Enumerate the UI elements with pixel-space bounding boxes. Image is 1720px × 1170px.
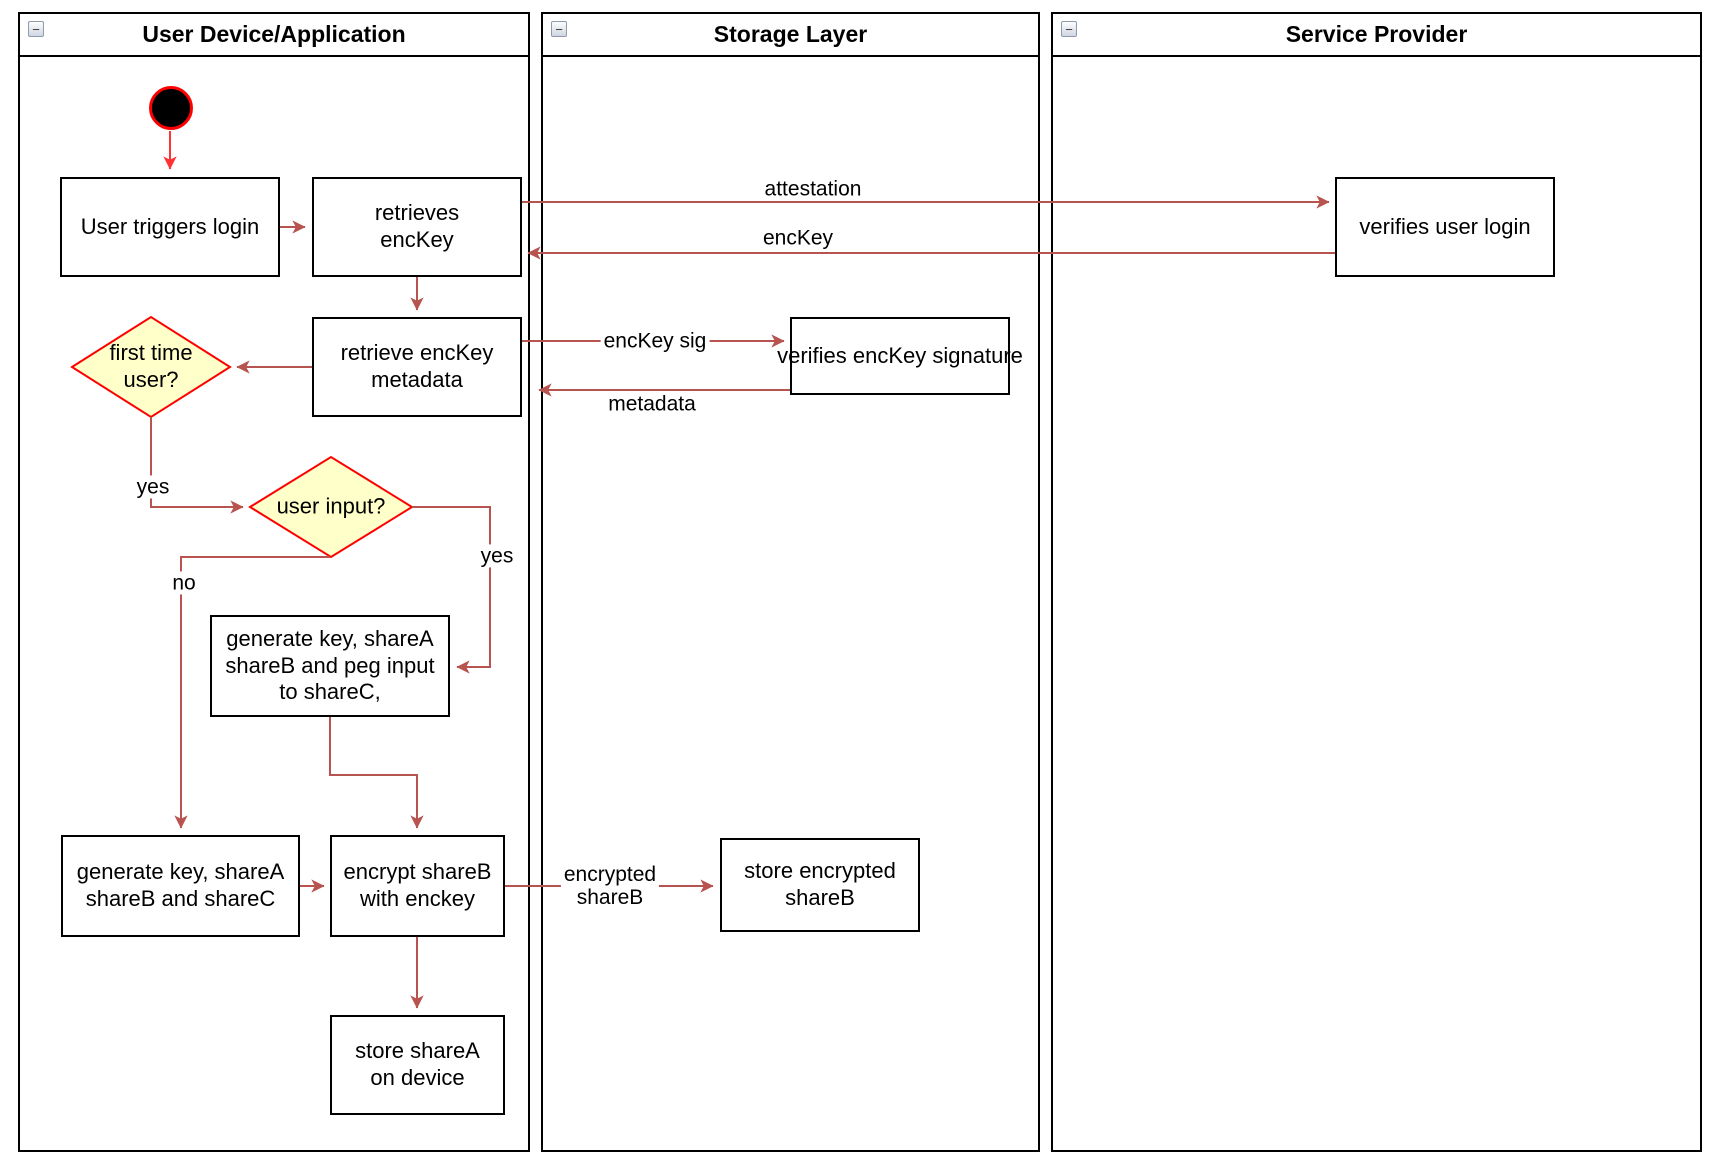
edge-label-no-user-input: no (169, 571, 199, 595)
decision-user-input-label: user input? (276, 493, 386, 519)
node-store-encrypted-shareb[interactable]: store encrypted shareB (720, 838, 920, 932)
collapse-icon[interactable]: − (551, 21, 567, 37)
edge-label-enckey-sig: encKey sig (600, 329, 710, 353)
swimlane-header-storage-layer[interactable]: − Storage Layer (543, 14, 1038, 57)
node-retrieves-enckey[interactable]: retrieves encKey (312, 177, 522, 277)
edge-label-encrypted-shareb: encrypted shareB (560, 862, 660, 910)
edge-label-metadata: metadata (605, 392, 699, 416)
swimlane-header-service-provider[interactable]: − Service Provider (1053, 14, 1700, 57)
node-retrieve-enckey-metadata[interactable]: retrieve encKey metadata (312, 317, 522, 417)
edge-label-enckey: encKey (759, 226, 837, 250)
lane-title-storage-layer: Storage Layer (713, 21, 868, 47)
swimlane-header-user-device[interactable]: − User Device/Application (20, 14, 528, 57)
node-generate-key-abc[interactable]: generate key, shareA shareB and shareC (61, 835, 300, 937)
edge-label-yes-user-input: yes (477, 544, 517, 568)
node-verifies-user-login[interactable]: verifies user login (1335, 177, 1555, 277)
edge-label-attestation: attestation (761, 177, 865, 201)
decision-first-time-user-label: first time user? (109, 340, 193, 392)
start-node[interactable] (149, 86, 193, 130)
edge-label-yes-first-time: yes (133, 475, 173, 499)
node-generate-key-peg-input[interactable]: generate key, shareA shareB and peg inpu… (210, 615, 450, 717)
node-store-sharea[interactable]: store shareA on device (330, 1015, 505, 1115)
lane-title-service-provider: Service Provider (1285, 21, 1468, 47)
collapse-icon[interactable]: − (28, 21, 44, 37)
collapse-icon[interactable]: − (1061, 21, 1077, 37)
node-verifies-enckey-signature[interactable]: verifies encKey signature (777, 317, 1023, 395)
lane-title-user-device: User Device/Application (142, 21, 406, 47)
node-user-triggers-login[interactable]: User triggers login (60, 177, 280, 277)
node-encrypt-shareb[interactable]: encrypt shareB with enckey (330, 835, 505, 937)
